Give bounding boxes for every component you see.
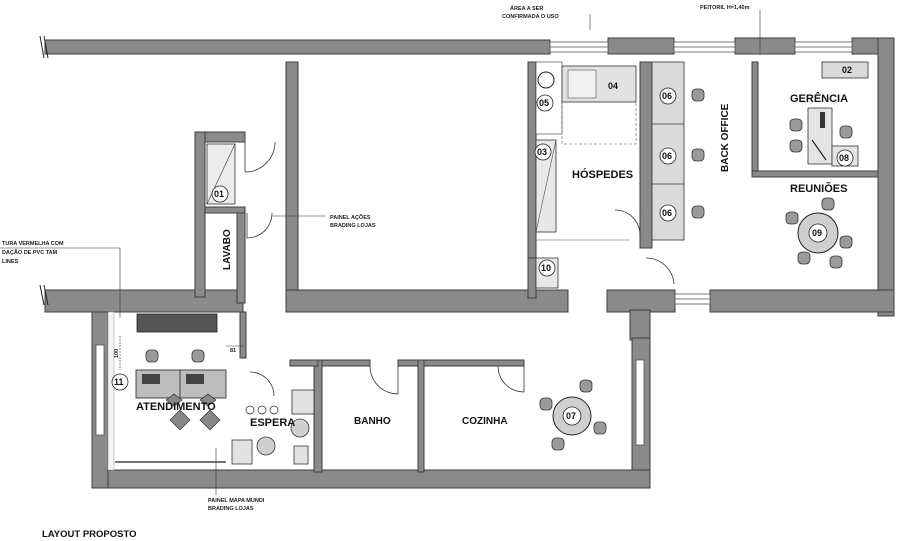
room-labels: LAVABO HÓSPEDES BACK OFFICE GERÊNCIA REU… xyxy=(136,92,848,429)
door-hospedes xyxy=(614,209,641,236)
note-peitoril: PEITORIL H=1,40m xyxy=(700,5,750,11)
note-fitura-3: LINES xyxy=(2,259,19,265)
room-label-gerencia: GERÊNCIA xyxy=(790,92,848,105)
wall-lavabo-left xyxy=(194,131,206,298)
wall-right-bottom xyxy=(709,289,895,313)
door-corridor xyxy=(246,212,273,239)
wall-top-right-a xyxy=(734,37,796,55)
wall-mid-center xyxy=(285,289,569,313)
room-label-hospedes: HÓSPEDES xyxy=(572,168,633,181)
door-backoffice xyxy=(645,257,675,285)
note-painel-acoes-1: PAINEL AÇÕES xyxy=(330,214,371,221)
doors xyxy=(244,141,675,397)
tag-06-c: 06 xyxy=(662,208,672,218)
tag-01: 01 xyxy=(214,189,224,199)
tag-06-a: 06 xyxy=(662,91,672,101)
window-left-lower xyxy=(95,344,105,436)
wall-cozinha-top xyxy=(423,359,525,367)
note-painel-mapa-1: PAINEL MAPA MUNDI xyxy=(208,498,265,504)
room-label-cozinha: COZINHA xyxy=(462,416,508,427)
door-espera xyxy=(249,371,275,397)
annotations: ÁREA A SER CONFIRMADA O USO PEITORIL H=1… xyxy=(2,5,750,512)
wall-backoffice-left xyxy=(639,61,653,249)
tag-10: 10 xyxy=(541,263,551,273)
room-label-back-office: BACK OFFICE xyxy=(720,103,731,172)
wall-stub-10 xyxy=(527,257,537,299)
note-area-line1: ÁREA A SER xyxy=(510,5,543,12)
note-painel-acoes-2: BRADING LOJAS xyxy=(330,223,376,229)
note-area-line2: CONFIRMADA O USO xyxy=(502,14,559,20)
wall-lavabo-right xyxy=(236,212,246,304)
tag-09: 09 xyxy=(812,228,822,238)
room-label-reunioes: REUNIÕES xyxy=(790,182,847,195)
espera-furniture xyxy=(231,389,315,465)
wall-gerencia-left xyxy=(751,61,759,178)
round-stool-05 xyxy=(537,71,555,89)
note-fitura-2: DAÇÃO DE PVC TAM xyxy=(2,249,58,256)
dimension-81: 81 xyxy=(230,348,236,354)
plan-title: LAYOUT PROPOSTO xyxy=(42,529,137,540)
wall-right xyxy=(877,37,895,317)
leader-lines xyxy=(0,10,761,495)
windows xyxy=(95,41,853,446)
tag-02: 02 xyxy=(842,65,852,75)
gerencia-furniture xyxy=(789,61,869,167)
door-lavabo xyxy=(244,141,276,173)
door-cozinha xyxy=(497,365,525,393)
tag-08: 08 xyxy=(839,153,849,163)
wall-mid-left xyxy=(44,289,244,313)
wall-lavabo-mid xyxy=(204,206,246,214)
tag-07: 07 xyxy=(566,411,576,421)
wall-banho-top xyxy=(321,359,371,367)
tag-04: 04 xyxy=(608,81,618,91)
room-label-espera: ESPERA xyxy=(250,417,295,429)
room-label-banho: BANHO xyxy=(354,416,391,427)
tag-11: 11 xyxy=(114,377,124,387)
room-label-lavabo: LAVABO xyxy=(222,229,233,270)
tag-06-b: 06 xyxy=(662,151,672,161)
wall-right-bottom-b xyxy=(606,289,676,313)
item-tags: 01 02 03 04 05 06 06 06 07 08 09 10 11 xyxy=(111,65,854,426)
dimension-100: 100 xyxy=(114,349,120,358)
wall-break-marks xyxy=(39,35,49,306)
note-fitura-1: TURA VERMELHA COM xyxy=(2,241,64,247)
tag-03: 03 xyxy=(537,147,547,157)
room-label-atendimento: ATENDIMENTO xyxy=(136,401,216,413)
note-painel-mapa-2: BRADING LOJAS xyxy=(208,506,254,512)
wall-espera-right xyxy=(313,359,323,473)
wall-bottom xyxy=(91,469,651,489)
hospedes-furniture xyxy=(535,61,637,289)
wall-central xyxy=(285,61,299,313)
window-lower-right xyxy=(635,359,645,446)
wall-top-mid xyxy=(607,37,675,55)
tag-05: 05 xyxy=(539,98,549,108)
wall-gerencia-bottom xyxy=(751,170,879,178)
wall-hospedes-right xyxy=(527,61,537,263)
wall-top-left xyxy=(44,39,551,55)
wall-atend-stub xyxy=(239,311,247,359)
atendimento-furniture xyxy=(107,311,227,471)
wall-espera-top xyxy=(289,359,319,367)
door-banho xyxy=(369,365,399,395)
wall-stub-633 xyxy=(629,309,651,341)
wall-banho-right xyxy=(417,359,425,473)
